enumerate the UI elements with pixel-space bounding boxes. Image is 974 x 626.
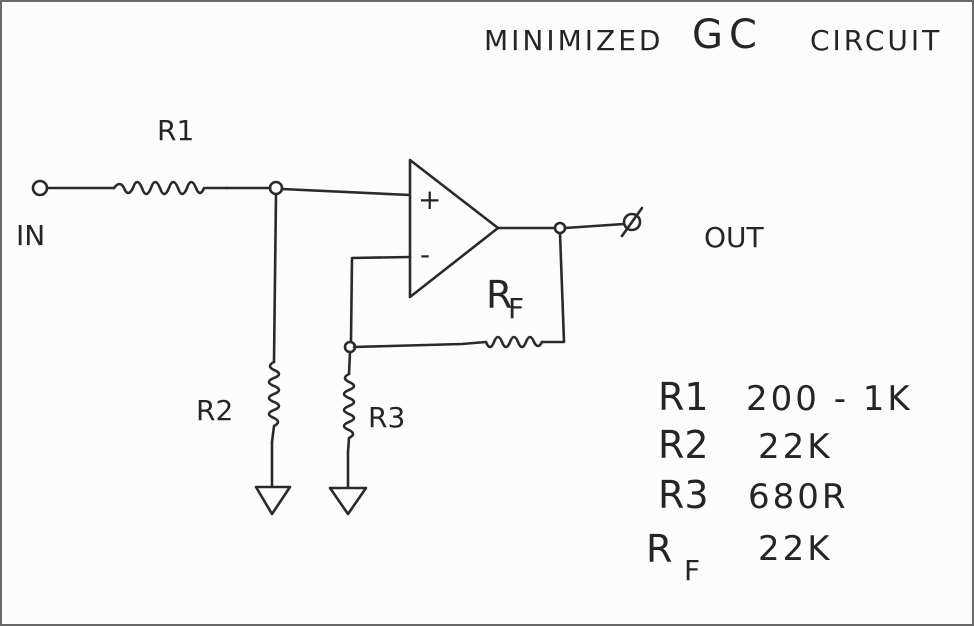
r3-resistor: [342, 372, 356, 454]
r3-label: R3: [368, 401, 405, 434]
value-row-3-name: R: [646, 527, 672, 571]
component-value-list: R1 200 - 1K R2 22K R3 680R R F 22K: [646, 375, 913, 587]
value-row-0-name: R1: [658, 375, 709, 419]
value-row-1-value: 22K: [758, 427, 833, 467]
junction-node-in: [268, 180, 284, 196]
title-prefix: MINIMIZED: [484, 24, 663, 57]
opamp-triangle: [408, 158, 500, 299]
value-row-0-value: 200 - 1K: [746, 379, 913, 419]
wire-to-output: [563, 222, 626, 230]
value-row-2-name: R3: [658, 473, 709, 517]
ground-symbol-r3: [328, 486, 368, 516]
ground-symbol-r2: [254, 485, 292, 516]
r1-label: R1: [157, 114, 194, 147]
title-gc: GC: [692, 12, 763, 58]
wire-feedback-right: [540, 231, 566, 344]
wire-to-plus-input: [280, 187, 412, 197]
r2-label: R2: [196, 394, 233, 427]
value-row-3-value: 22K: [758, 529, 833, 569]
opamp-minus-sign: -: [420, 238, 430, 271]
rf-label-main: R: [486, 273, 512, 317]
opamp-plus-sign: +: [418, 183, 441, 216]
wire-minus-input: [349, 255, 412, 343]
rf-resistor: [352, 335, 544, 349]
value-row-2-value: 680R: [748, 477, 849, 517]
output-terminal: [622, 212, 642, 232]
r2-resistor: [267, 360, 281, 444]
junction-node-out: [553, 221, 567, 235]
wire-node-r2: [272, 192, 278, 364]
title-suffix: CIRCUIT: [810, 24, 942, 57]
r1-resistor: [112, 180, 229, 196]
output-terminal-slash: [620, 206, 644, 238]
output-label: OUT: [704, 221, 765, 254]
value-row-1-name: R2: [658, 423, 709, 467]
rf-label-sub: F: [508, 292, 524, 325]
value-row-3-name-sub: F: [684, 554, 700, 587]
wire-node-r3: [347, 350, 352, 376]
input-terminal: [31, 179, 49, 197]
input-label: IN: [16, 219, 45, 252]
